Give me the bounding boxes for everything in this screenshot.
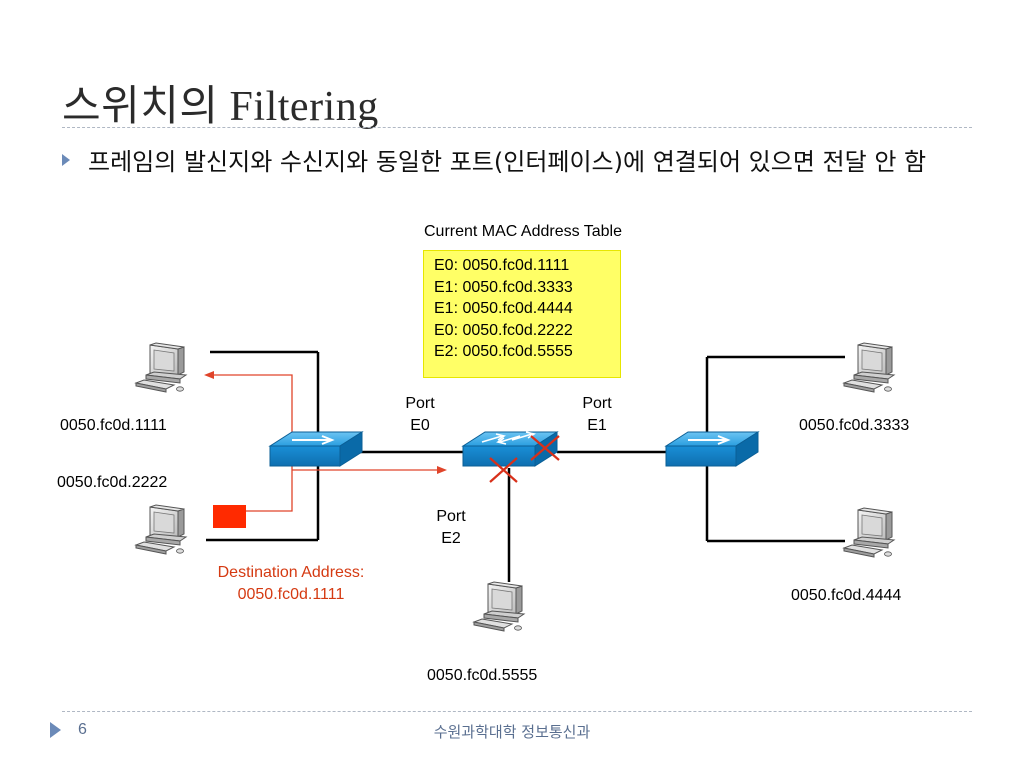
- footer-organization: 수원과학대학 정보통신과: [433, 723, 591, 741]
- pc-2222-icon: [135, 504, 187, 555]
- port-word: Port: [405, 395, 435, 412]
- host-5555-label: 0050.fc0d.5555: [427, 667, 538, 684]
- pc-4444-icon: [843, 507, 895, 558]
- switch-center-icon: [461, 431, 559, 467]
- bullet-text: 프레임의 발신지와 수신지와 동일한 포트(인터페이스)에 연결되어 있으면 전…: [88, 148, 927, 176]
- mac-table-row: E1: 0050.fc0d.3333: [434, 278, 573, 296]
- switch-left-icon: [268, 431, 364, 467]
- slide-title: 스위치의 Filtering: [62, 84, 379, 130]
- pc-1111-icon: [135, 342, 187, 393]
- pc-3333-icon: [843, 342, 895, 393]
- mac-address-table: E0: 0050.fc0d.1111 E1: 0050.fc0d.3333 E1…: [423, 250, 621, 378]
- host-4444-label: 0050.fc0d.4444: [791, 587, 902, 604]
- pc-5555-icon: [473, 581, 525, 632]
- frame-icon: [213, 505, 246, 528]
- switch-right-icon: [664, 431, 760, 467]
- network-links: [206, 350, 845, 582]
- host-1111-label: 0050.fc0d.1111: [60, 417, 167, 434]
- footer-arrow-icon: [50, 722, 61, 738]
- mac-table-title: Current MAC Address Table: [423, 223, 622, 240]
- host-3333-label: 0050.fc0d.3333: [799, 417, 910, 434]
- port-e1-label: Port E1: [572, 393, 622, 437]
- blocked-port-e2-icon: [489, 457, 518, 483]
- port-id: E0: [410, 417, 430, 434]
- port-e2-label: Port E2: [426, 506, 476, 550]
- port-id: E2: [441, 530, 461, 547]
- port-e0-label: Port E0: [395, 393, 445, 437]
- title-divider: [62, 127, 972, 128]
- destination-value: 0050.fc0d.1111: [237, 586, 345, 603]
- port-word: Port: [582, 395, 612, 412]
- blocked-port-e1-icon: [530, 435, 560, 461]
- host-2222-label: 0050.fc0d.2222: [57, 474, 168, 491]
- port-word: Port: [436, 508, 466, 525]
- bullet-arrow-icon: [62, 154, 70, 166]
- footer-divider: [62, 711, 972, 712]
- mac-table-row: E0: 0050.fc0d.1111: [434, 257, 570, 274]
- mac-table-row: E1: 0050.fc0d.4444: [434, 300, 573, 317]
- destination-address-label: Destination Address: 0050.fc0d.1111: [186, 562, 396, 606]
- destination-caption: Destination Address:: [217, 564, 365, 581]
- mac-table-row: E0: 0050.fc0d.2222: [434, 321, 573, 339]
- page-number: 6: [78, 721, 87, 738]
- mac-table-row: E2: 0050.fc0d.5555: [434, 343, 573, 360]
- port-id: E1: [587, 417, 607, 434]
